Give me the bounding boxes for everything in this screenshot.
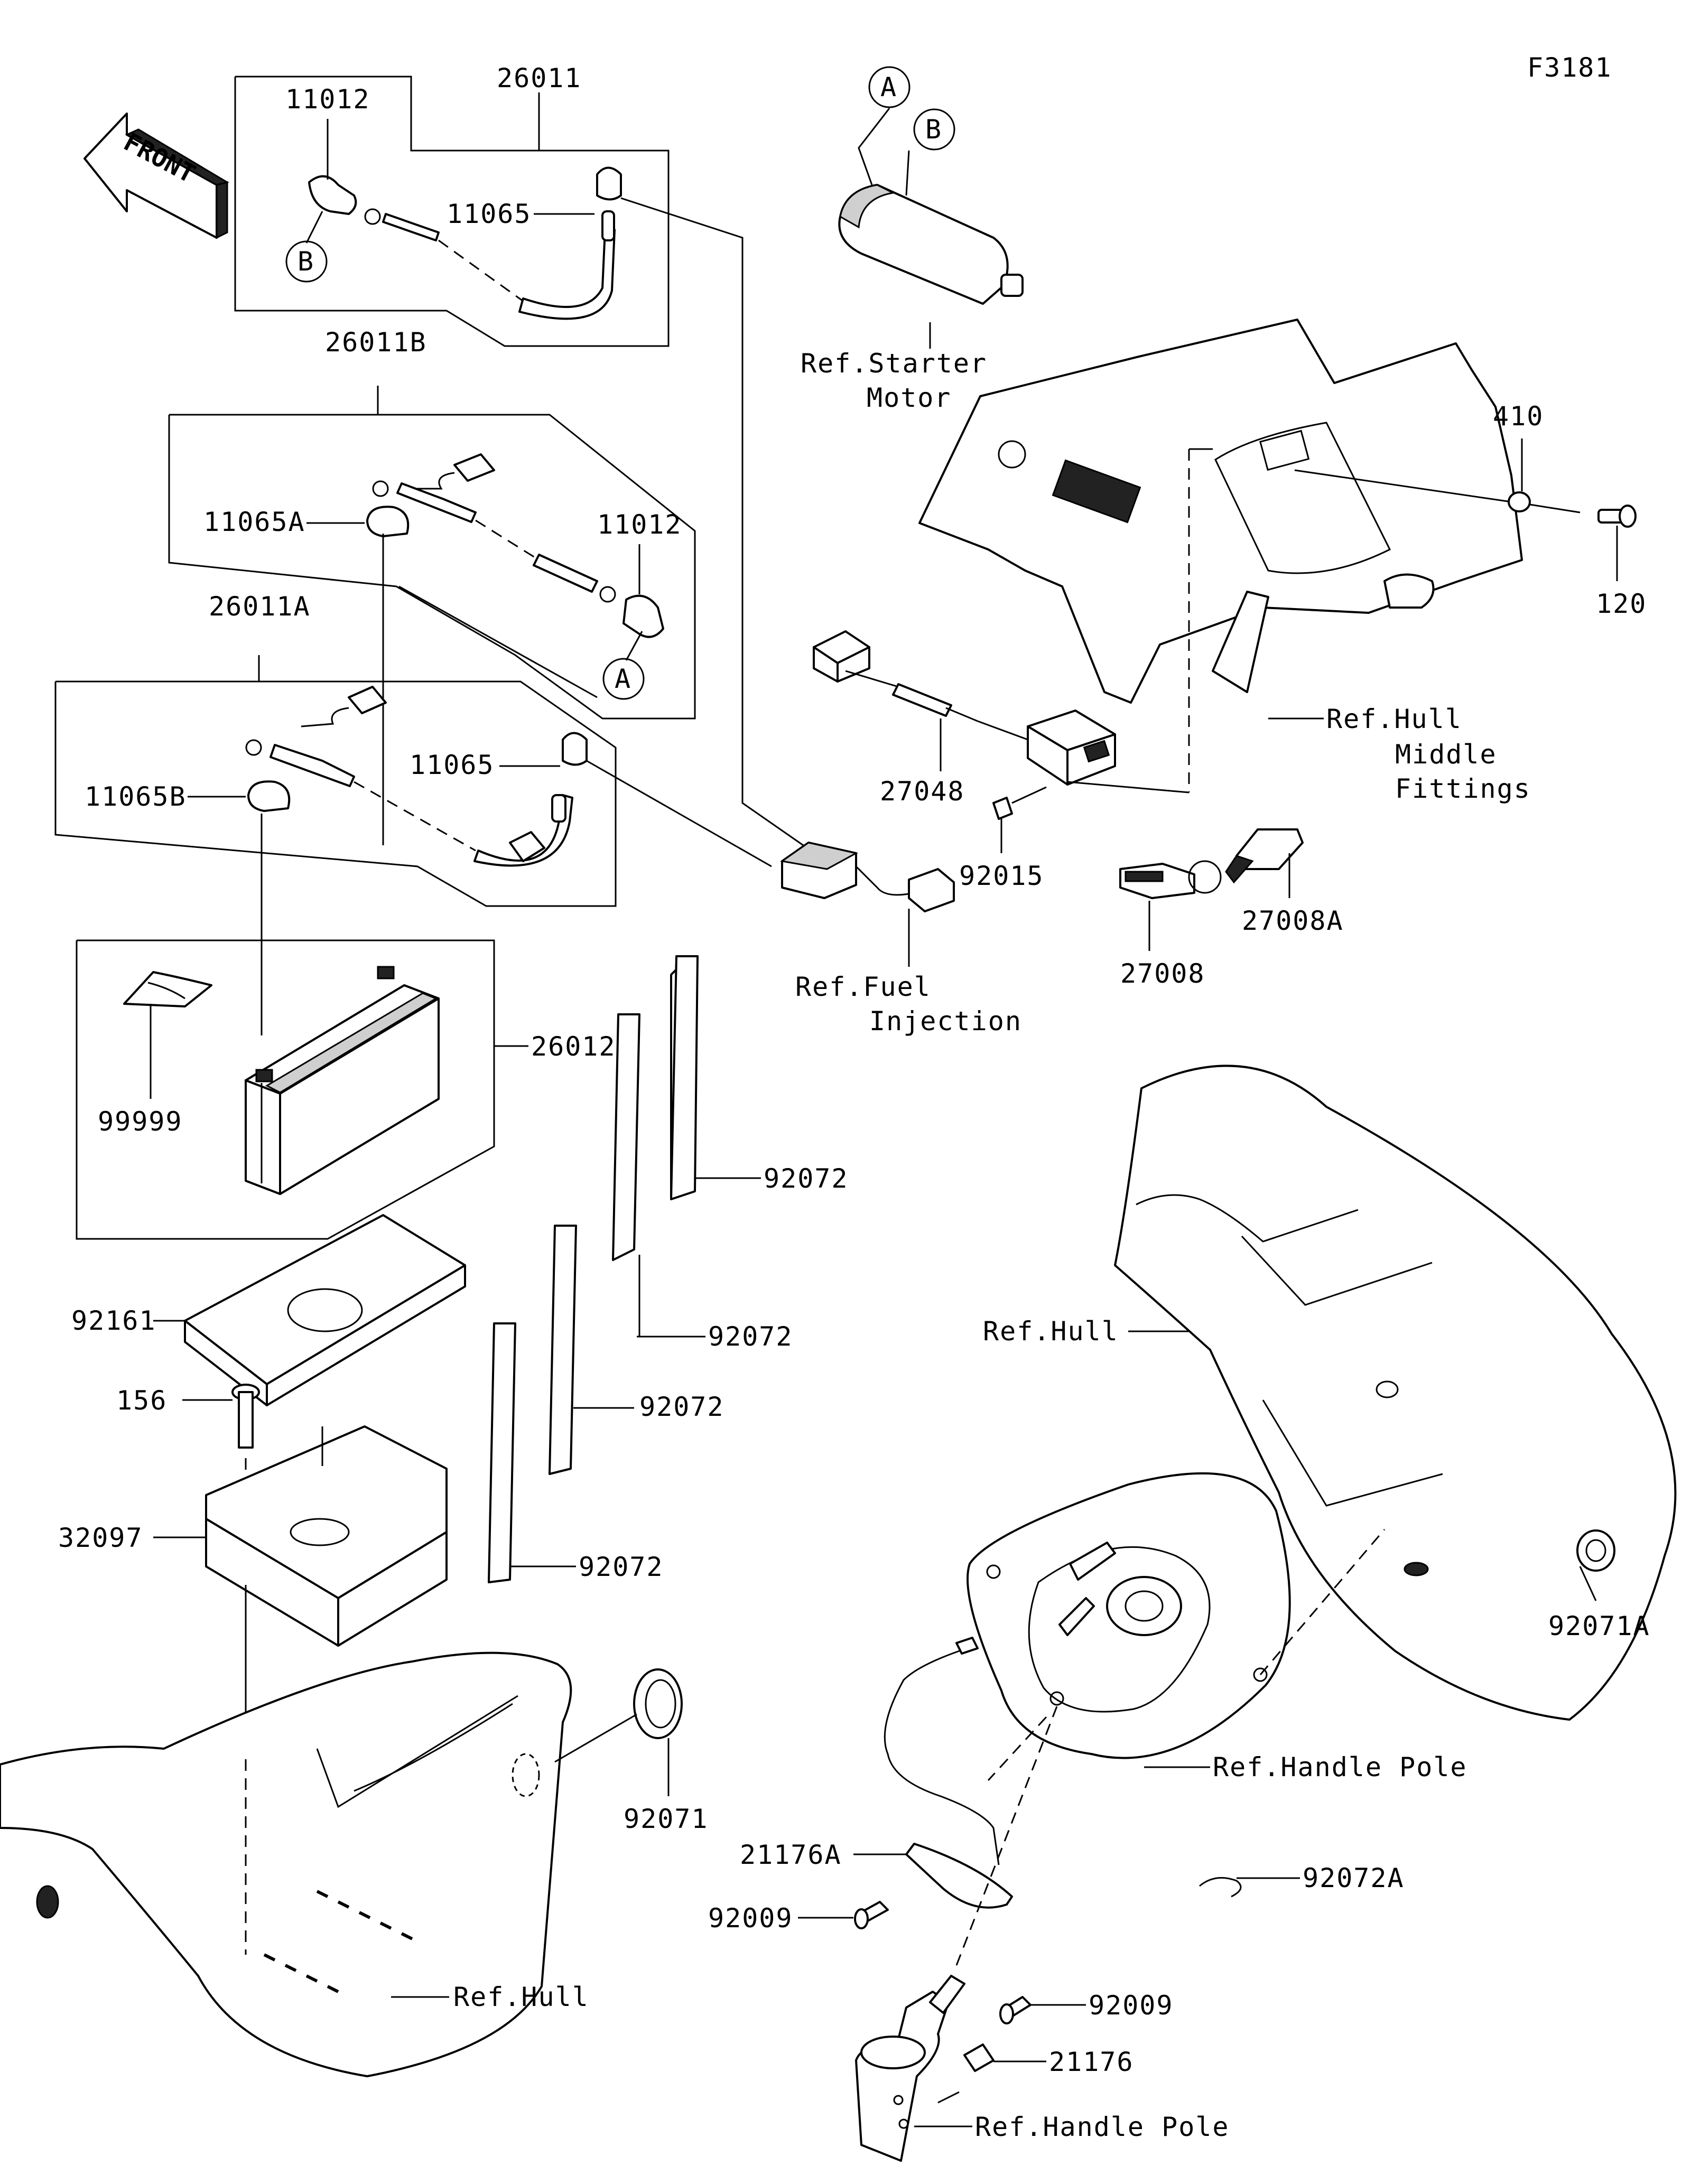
label-92072-1: 92072	[764, 1163, 849, 1194]
part-92072A-clip: 92072A	[1199, 1863, 1405, 1898]
part-27008-keys: 27008 27008A	[1119, 828, 1344, 989]
callout-a-top	[868, 66, 910, 108]
label-11012-b: 11012	[597, 509, 682, 540]
label-ref-starter-2: Motor	[867, 382, 952, 413]
label-ref-starter-1: Ref.Starter	[801, 348, 987, 379]
label-ref-hull-middle-3: Fittings	[1395, 773, 1531, 804]
ref-fuel-injection: Ref.Fuel Injection	[780, 842, 1022, 1037]
figure-code: F3181	[1527, 52, 1612, 83]
label-156: 156	[116, 1385, 167, 1416]
label-11012-a: 11012	[285, 84, 370, 115]
label-27048: 27048	[880, 776, 965, 807]
callout-b-left-text: B	[298, 246, 314, 277]
label-92072A: 92072A	[1303, 1863, 1405, 1893]
label-ref-fuel-2: Injection	[869, 1006, 1022, 1037]
group-26011A: 26011A 11065 11065B	[54, 591, 772, 1035]
label-27008: 27008	[1120, 958, 1205, 989]
label-21176: 21176	[1049, 2047, 1134, 2077]
label-ref-fuel-1: Ref.Fuel	[795, 972, 931, 1002]
front-arrow-icon: FRONT	[83, 113, 229, 239]
callout-b-top	[913, 108, 955, 151]
label-21176A: 21176A	[740, 1840, 842, 1870]
label-27008A: 27008A	[1242, 906, 1344, 936]
label-ref-hull-middle-2: Middle	[1395, 739, 1497, 770]
label-11065B: 11065B	[85, 781, 187, 812]
label-92009-b: 92009	[1089, 1990, 1174, 2021]
label-26012: 26012	[531, 1031, 616, 1062]
group-26011B: 26011B 11065A 11012 A	[168, 327, 696, 845]
label-92071: 92071	[624, 1804, 709, 1834]
ref-hull-bottom-left: Ref.Hull	[0, 1651, 589, 2077]
callout-b-left	[285, 240, 328, 283]
callout-a-mid-text: A	[615, 664, 631, 694]
label-ref-handle-pole-2: Ref.Handle Pole	[975, 2112, 1230, 2142]
label-92072-4: 92072	[579, 1552, 664, 1582]
part-92071A: 92071A	[1548, 1529, 1650, 1641]
label-ref-hull-bottom: Ref.Hull	[453, 1982, 589, 2012]
callout-a-top-text: A	[880, 72, 897, 102]
part-27048-relay: 27048 92015	[813, 630, 1190, 891]
ref-handle-pole-shaft: Ref.Handle Pole	[855, 1706, 1230, 2162]
group-26011: 26011 11012 B 11065	[234, 63, 804, 846]
part-21176: 21176	[963, 2043, 1134, 2077]
label-11065-b: 11065	[410, 750, 495, 780]
label-ref-handle-pole-1: Ref.Handle Pole	[1213, 1752, 1467, 1782]
straps-92072: 92072 92072 92072 92072	[488, 955, 849, 1583]
label-99999: 99999	[98, 1106, 183, 1137]
part-92161: 92161	[71, 1214, 466, 1406]
group-26012-battery: 26012 99999	[76, 939, 616, 1240]
ref-hull-middle-fittings: Ref.Hull Middle Fittings 410 120	[918, 319, 1647, 804]
label-32097: 32097	[58, 1523, 143, 1553]
ref-handle-pole-plate: Ref.Handle Pole	[967, 1472, 1467, 1782]
label-92161: 92161	[71, 1305, 156, 1336]
label-26011B: 26011B	[325, 327, 427, 358]
label-26011A: 26011A	[209, 591, 311, 622]
ref-starter-motor: A B Ref.Starter Motor	[801, 66, 1024, 413]
label-ref-hull-middle-1: Ref.Hull	[1326, 704, 1462, 734]
part-92009-a: 92009	[708, 1901, 889, 1934]
label-92072-2: 92072	[708, 1321, 793, 1352]
label-92009-a: 92009	[708, 1903, 793, 1934]
label-92071A: 92071A	[1548, 1611, 1650, 1641]
part-92071: 92071	[554, 1668, 709, 1834]
part-92009-b: 92009	[999, 1990, 1174, 2024]
callout-a-mid	[602, 658, 645, 700]
label-ref-hull-right: Ref.Hull	[983, 1316, 1119, 1347]
part-156-bolt: 156	[116, 1384, 260, 1511]
part-32097-case: 32097	[58, 1425, 448, 1754]
label-26011: 26011	[497, 63, 582, 94]
label-410: 410	[1493, 401, 1544, 432]
ref-hull-right: Ref.Hull	[983, 1065, 1677, 1721]
label-92015: 92015	[959, 861, 1044, 891]
label-11065A: 11065A	[203, 507, 305, 537]
label-92072-3: 92072	[639, 1392, 724, 1422]
label-11065-a: 11065	[447, 199, 532, 229]
label-120: 120	[1596, 589, 1647, 619]
callout-b-top-text: B	[925, 114, 942, 145]
